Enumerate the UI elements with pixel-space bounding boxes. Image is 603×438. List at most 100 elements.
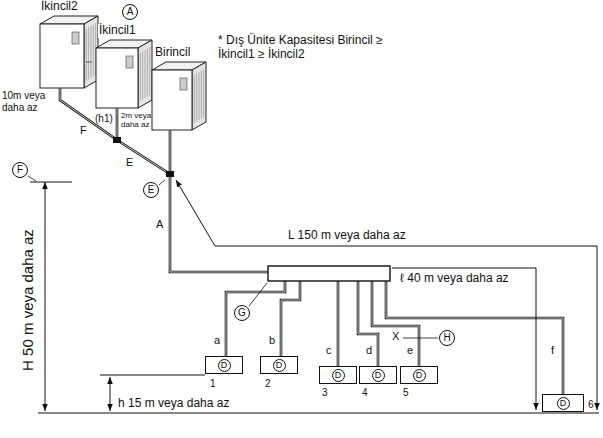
side-grille: [86, 29, 87, 81]
indoor-unit: D1: [205, 356, 243, 374]
indoor-unit: D6: [542, 394, 584, 412]
outdoor-unit: Birincil: [152, 46, 208, 132]
side-grille: [201, 71, 202, 119]
refrigerant-pipe: [60, 88, 117, 140]
dimension-line: [176, 180, 597, 410]
leader-line: [403, 338, 438, 339]
outdoor-unit-drawing: [152, 62, 206, 130]
pipe-label: f: [551, 344, 554, 357]
side-grille: [203, 69, 204, 117]
side-grille: [196, 73, 197, 121]
side-grille: [194, 75, 195, 123]
pipe-label: c: [326, 344, 332, 357]
unit-side: [192, 62, 206, 130]
dimension-line: [392, 268, 536, 410]
side-grille: [147, 49, 148, 97]
pipe-label: E: [126, 156, 133, 169]
pipe-core: [170, 130, 171, 174]
pipe-core: [281, 281, 300, 356]
leader-line: [28, 176, 36, 181]
dimension-label: 2m veya daha az: [121, 111, 153, 129]
unit-name: Birincil: [154, 46, 191, 60]
callout-letter: A: [122, 4, 138, 20]
indoor-unit: D3: [319, 366, 357, 384]
pipe-label: F: [80, 124, 87, 137]
unit-front: [96, 48, 138, 108]
unit-symbol: D: [372, 369, 385, 382]
refrigerant-pipe: [281, 281, 300, 356]
side-grille: [88, 27, 89, 79]
outdoor-unit-drawing: [96, 40, 152, 108]
refrigerant-pipe: [116, 108, 119, 140]
unit-number: 2: [265, 378, 271, 390]
capacity-note: * Dış Ünite Kapasitesi Birincil ≥ İkinci…: [218, 34, 383, 62]
dimension-line: [110, 377, 111, 411]
pipe-core: [117, 140, 170, 174]
unit-symbol: D: [557, 397, 570, 410]
refrigerant-pipe: [358, 281, 378, 366]
leader-line: [249, 283, 267, 306]
pipe-core: [170, 174, 268, 272]
pipe-label: (h1): [95, 113, 113, 125]
ground-line: [38, 413, 599, 414]
indoor-unit: D5: [400, 366, 438, 384]
pipe-core: [358, 281, 378, 366]
side-grille: [91, 26, 92, 78]
unit-symbol: D: [413, 369, 426, 382]
side-grille: [149, 47, 150, 95]
unit-panel: [180, 78, 187, 90]
unit-front: [152, 70, 192, 130]
unit-symbol: D: [218, 359, 231, 372]
unit-name: İkincil2: [40, 0, 79, 14]
dimension-label: H 50 m veya daha az: [19, 229, 36, 371]
indoor-unit: D4: [359, 366, 397, 384]
refrigerant-pipe: [170, 174, 268, 272]
unit-number: 6: [588, 399, 594, 411]
side-grille: [142, 51, 143, 99]
unit-number: 5: [403, 387, 409, 399]
refrigerant-pipe: [372, 281, 419, 366]
indoor-unit: D2: [260, 356, 298, 374]
callout-letter: F: [12, 162, 28, 178]
unit-number: 1: [210, 378, 216, 390]
side-grille: [140, 53, 141, 101]
pipe-label: b: [269, 334, 275, 347]
callout-letter: H: [439, 330, 455, 346]
unit-number: 4: [362, 387, 368, 399]
outdoor-unit-drawing: [40, 16, 98, 88]
unit-side: [138, 40, 152, 108]
pipe-core: [226, 281, 285, 356]
pipe-label: a: [214, 334, 220, 347]
pipe-label: A: [156, 218, 163, 231]
outdoor-unit: İkincil2: [38, 0, 100, 90]
branch-joint: [166, 171, 174, 177]
dimension-line: [45, 182, 46, 411]
reference-line: [30, 182, 72, 183]
pipe-core: [117, 108, 118, 140]
unit-symbol: D: [332, 369, 345, 382]
branch-joint: [113, 137, 121, 143]
pipe-core: [338, 281, 339, 366]
outdoor-unit: İkincil1: [96, 24, 154, 110]
reference-line: [100, 375, 205, 376]
dimension-label: ℓ 40 m veya daha az: [400, 272, 509, 286]
leader-line: [86, 62, 92, 63]
unit-panel: [126, 56, 133, 68]
pipe-label: X: [392, 330, 399, 343]
side-grille: [93, 25, 94, 77]
unit-panel: [72, 32, 79, 44]
unit-number: 3: [322, 387, 328, 399]
unit-front: [40, 24, 84, 88]
dimension-label: h 15 m veya daha az: [118, 397, 229, 411]
pipe-core: [372, 281, 419, 366]
leader-line: [159, 180, 165, 185]
dimension-label: 10m veya daha az: [2, 90, 48, 113]
callout-letter: G: [234, 305, 250, 321]
refrigerant-pipe: [337, 281, 340, 366]
dimension-label: L 150 m veya daha az: [288, 229, 406, 243]
pipe-core: [60, 88, 117, 140]
side-grille: [145, 50, 146, 98]
refrigerant-pipe: [169, 130, 172, 174]
